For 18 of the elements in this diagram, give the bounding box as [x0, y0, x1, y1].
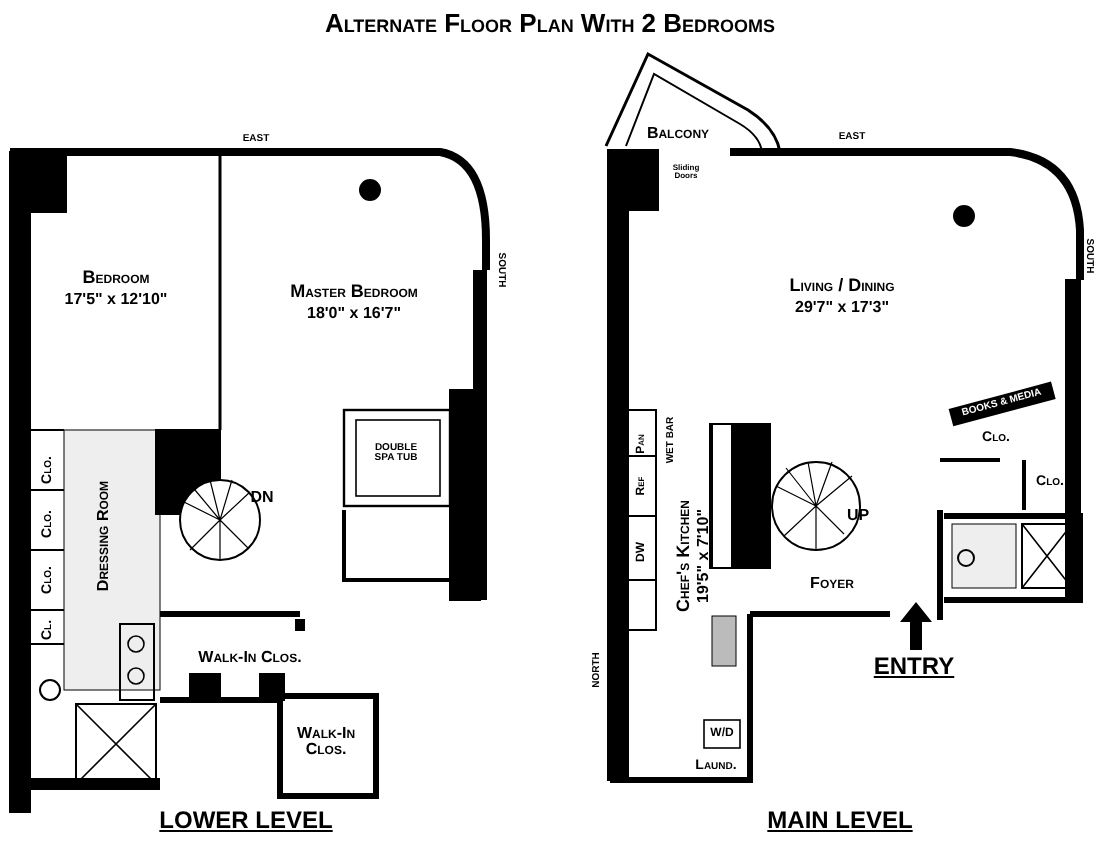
room-name: Foyer: [810, 576, 854, 592]
room-name: Walk-In Clos.: [198, 650, 302, 666]
room-name: Master Bedroom: [290, 283, 418, 301]
room-name: Bedroom: [82, 269, 150, 287]
plan-heading: LOWER LEVEL: [159, 808, 333, 832]
room-dimensions: 19'5" x 7'10": [696, 509, 712, 603]
room-name: Chef's Kitchen: [675, 500, 693, 612]
entry-label: ENTRY: [873, 654, 955, 678]
plan-heading: MAIN LEVEL: [767, 808, 913, 832]
room-name: Living / Dining: [789, 277, 895, 295]
room-name: Walk-In Clos.: [294, 726, 358, 758]
stair-label: DN: [250, 490, 274, 506]
room-dimensions: 17'5" x 12'10": [64, 292, 168, 308]
room-name: Dressing Room: [96, 480, 112, 592]
room-name: Balcony: [646, 126, 710, 142]
room-dimensions: 29'7" x 17'3": [795, 300, 889, 316]
plan-title: Alternate Floor Plan With 2 Bedrooms: [322, 6, 778, 42]
room-dimensions: 18'0" x 16'7": [307, 306, 401, 322]
